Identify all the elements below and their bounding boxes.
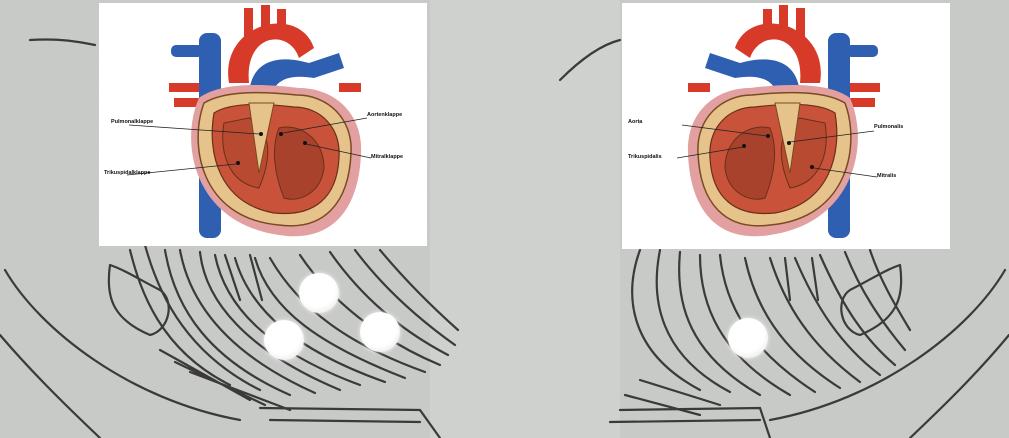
label-tricuspid-valve: Trikuspidalis [628, 155, 662, 161]
label-mitral-valve: Mitralis [877, 174, 896, 180]
auscultation-spot-pulmonary [264, 320, 304, 360]
auscultation-spot-tricuspid [728, 318, 768, 358]
heart-diagram-right: Aorta Pulmonalis Trikuspidalis Mitralis [622, 3, 950, 249]
label-pulmonary-valve: Pulmonalis [874, 125, 903, 131]
auscultation-spot-aortic [299, 273, 339, 313]
auscultation-spot-mitral [360, 312, 400, 352]
label-pulmonary-valve: Pulmonalklappe [111, 120, 153, 126]
label-tricuspid-valve: Trikuspidalklappe [104, 171, 150, 177]
label-aortic-valve: Aorta [628, 120, 642, 126]
label-mitral-valve: Mitralklappe [371, 155, 403, 161]
heart-diagram-left: Pulmonalklappe Aortenklappe Trikuspidalk… [99, 3, 427, 246]
label-aortic-valve: Aortenklappe [367, 113, 402, 119]
